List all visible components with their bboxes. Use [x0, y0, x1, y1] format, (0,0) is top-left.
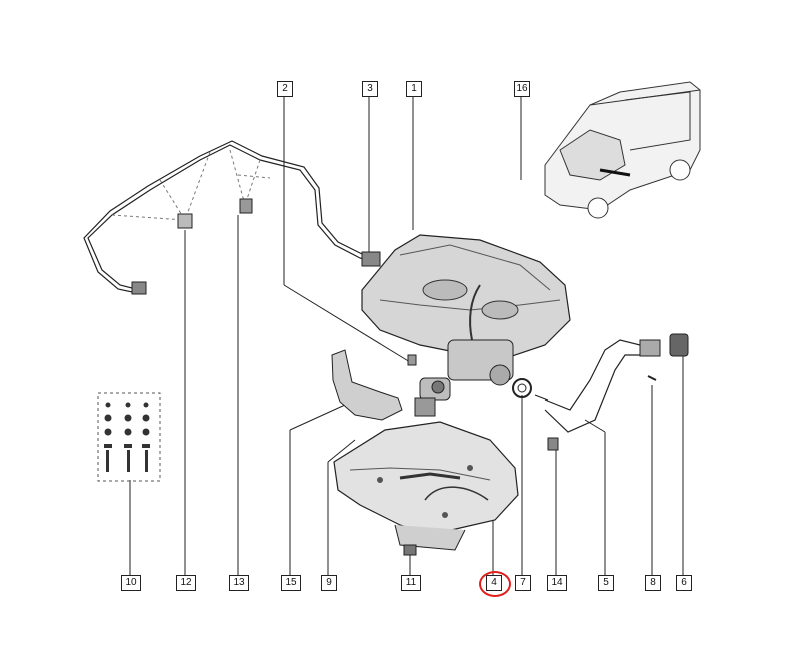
callout-2: 2: [277, 81, 293, 97]
callout-5: 5: [598, 575, 614, 591]
connector-left: [131, 281, 147, 295]
filler-cap-ring: [639, 339, 661, 357]
clip-14: [547, 437, 559, 451]
heat-shield-15: [331, 349, 403, 421]
callout-11: 11: [401, 575, 421, 591]
filler-cap-6: [669, 333, 689, 357]
seal-ring-7: [512, 378, 532, 398]
fuel-pump-module: [407, 339, 514, 386]
filler-neck: [534, 339, 641, 433]
clip-12: [177, 213, 193, 229]
callout-9: 9: [321, 575, 337, 591]
callout-7: 7: [515, 575, 531, 591]
clip-13: [239, 198, 253, 214]
callout-10: 10: [121, 575, 141, 591]
van-illustration: [544, 81, 701, 219]
seal-ring-7-inner: [517, 383, 527, 393]
fuel-line-harness: [83, 140, 373, 295]
callout-8: 8: [645, 575, 661, 591]
fastener-kit: [104, 402, 150, 472]
clip-guides: [111, 149, 271, 221]
fastener-kit-box: [97, 392, 161, 482]
connector-3: [361, 251, 381, 267]
callout-14: 14: [547, 575, 567, 591]
highlight-circle-4: [479, 571, 511, 597]
callout-16: 16: [514, 81, 530, 97]
screw-11: [403, 544, 417, 556]
leader-15b: [289, 404, 346, 431]
callout-1: 1: [406, 81, 422, 97]
callout-3: 3: [362, 81, 378, 97]
leader-2b: [283, 284, 411, 363]
screw-8: [647, 375, 657, 381]
callout-12: 12: [176, 575, 196, 591]
small-pump: [414, 377, 451, 417]
callout-13: 13: [229, 575, 249, 591]
leader-5b: [584, 419, 606, 433]
underbody-guard: [333, 421, 519, 551]
callout-15: 15: [281, 575, 301, 591]
leader-9b: [327, 439, 356, 463]
callout-6: 6: [676, 575, 692, 591]
fuel-tank: [361, 234, 571, 361]
